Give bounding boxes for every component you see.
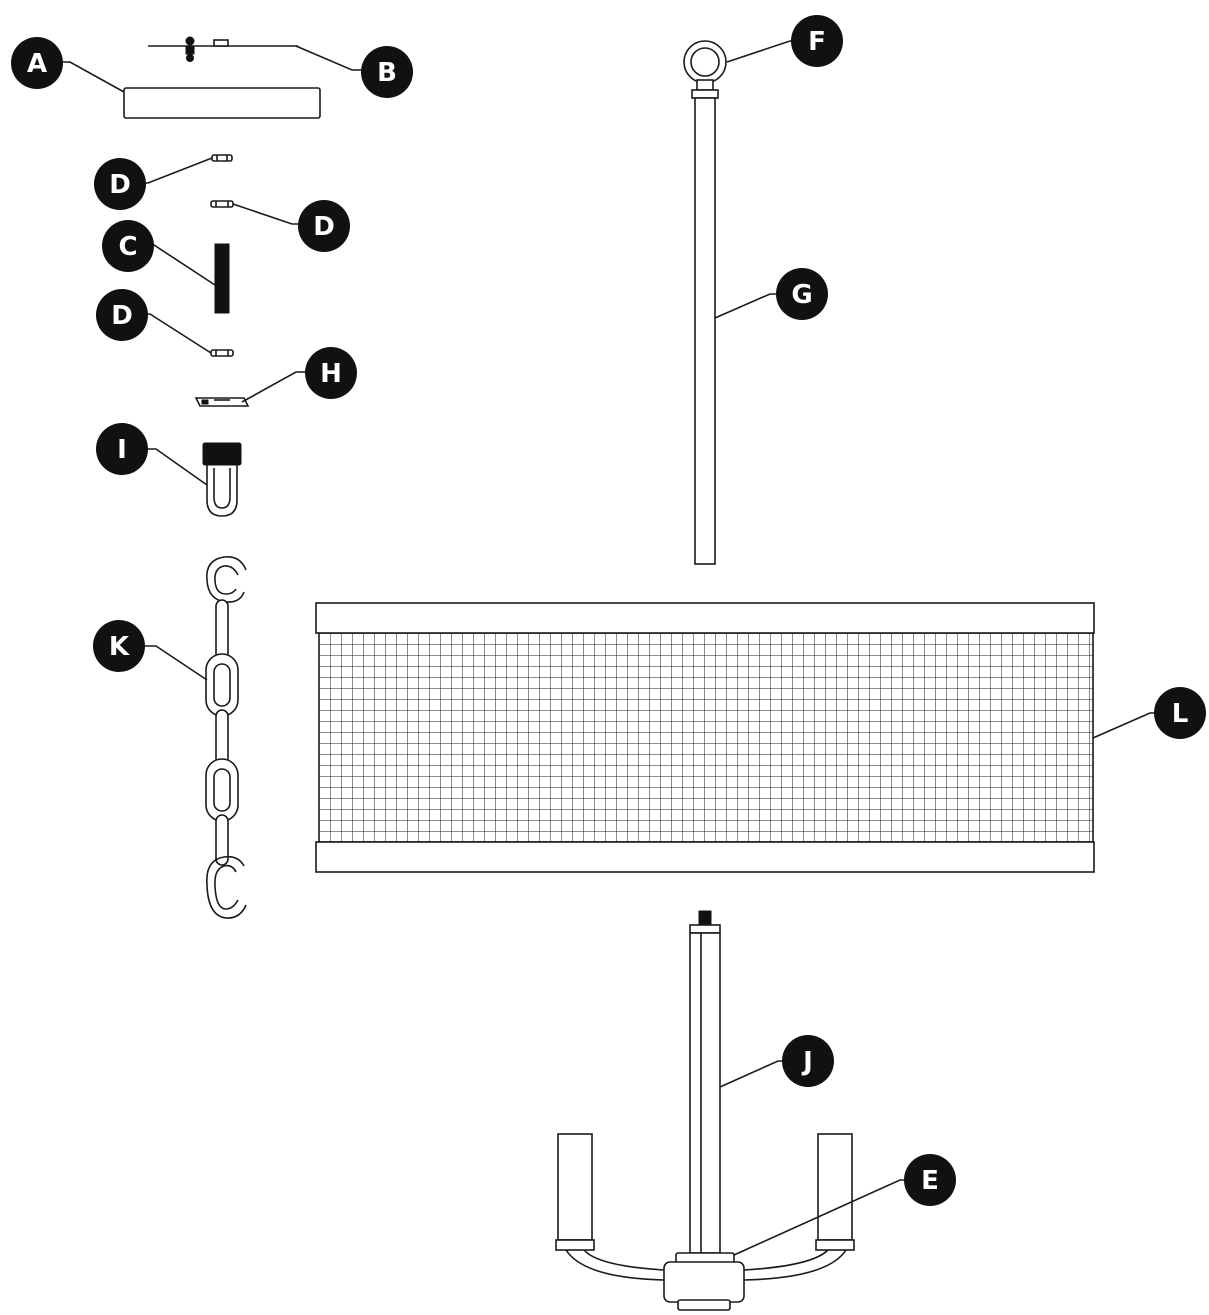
callout-j: J <box>782 1035 834 1087</box>
mounting-bracket-part <box>148 36 298 62</box>
callout-i: I <box>96 423 148 475</box>
lower-rod-part <box>689 910 721 1254</box>
callout-l: L <box>1154 687 1206 739</box>
callout-k: K <box>93 620 145 672</box>
callout-c: C <box>102 220 154 272</box>
chain-part <box>205 555 247 919</box>
svg-text:D: D <box>111 301 133 331</box>
svg-text:D: D <box>313 212 335 242</box>
callout-e: E <box>904 1154 956 1206</box>
nut-part-lower <box>210 349 234 357</box>
svg-text:D: D <box>109 170 131 200</box>
svg-text:L: L <box>1172 699 1189 729</box>
svg-text:H: H <box>320 359 342 389</box>
callout-d-upper: D <box>94 158 146 210</box>
callout-d-middle: D <box>298 200 350 252</box>
washer-part <box>194 397 250 407</box>
mesh-shade-part <box>315 602 1095 873</box>
callout-f: F <box>791 15 843 67</box>
nut-part-upper <box>211 154 233 162</box>
svg-text:E: E <box>921 1166 939 1196</box>
callout-g: G <box>776 268 828 320</box>
callout-a: A <box>11 37 63 89</box>
svg-text:K: K <box>109 632 130 662</box>
eye-hook-part <box>683 40 727 99</box>
svg-text:A: A <box>27 49 47 79</box>
threaded-nipple-part <box>214 243 230 314</box>
loop-part <box>202 442 242 517</box>
callout-h: H <box>305 347 357 399</box>
svg-text:F: F <box>808 27 826 57</box>
svg-text:B: B <box>377 58 397 88</box>
svg-text:I: I <box>117 435 127 465</box>
callout-d-lower: D <box>96 289 148 341</box>
nut-part-middle <box>210 200 234 208</box>
svg-text:J: J <box>801 1047 813 1077</box>
lamp-body-part <box>555 1133 855 1311</box>
canopy-part <box>123 87 321 119</box>
svg-text:G: G <box>791 280 812 310</box>
svg-text:C: C <box>118 232 137 262</box>
upper-rod-part <box>694 97 716 565</box>
callout-b: B <box>361 46 413 98</box>
